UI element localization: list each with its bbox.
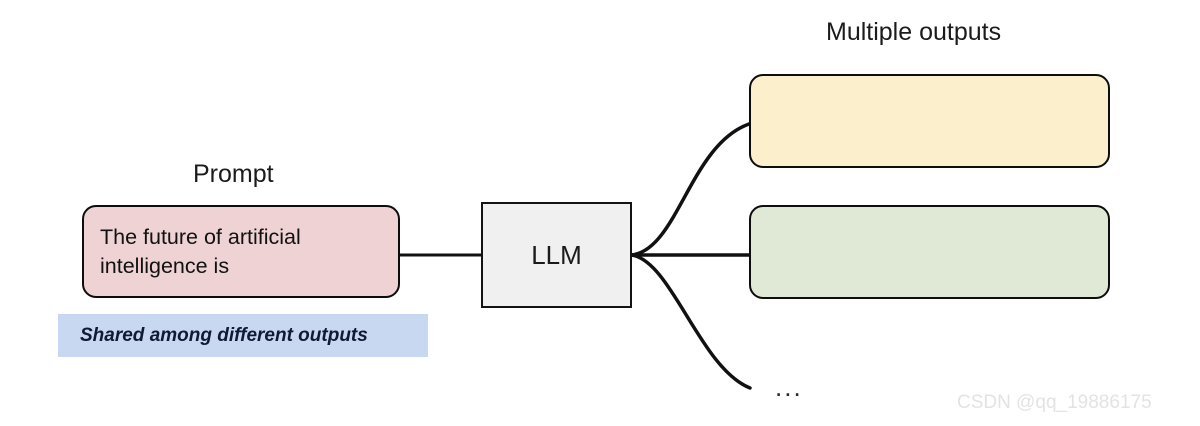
wire-llm-to-more-outputs xyxy=(630,253,752,390)
llm-node[interactable]: LLM xyxy=(481,202,632,308)
prompt-title: Prompt xyxy=(193,160,274,188)
shared-note-text: Shared among different outputs xyxy=(80,324,368,346)
watermark-text: CSDN @qq_19886175 xyxy=(957,392,1152,413)
prompt-box[interactable]: The future of artificial intelligence is xyxy=(82,205,400,298)
shared-note-band: Shared among different outputs xyxy=(58,314,428,357)
output-box-1[interactable] xyxy=(749,74,1110,168)
output-box-2[interactable] xyxy=(749,205,1110,299)
wire-llm-to-output-1 xyxy=(630,122,751,257)
prompt-box-text: The future of artificial intelligence is xyxy=(100,225,301,278)
more-outputs-ellipsis: ... xyxy=(775,372,803,402)
llm-node-label: LLM xyxy=(531,239,582,270)
multiple-outputs-title: Multiple outputs xyxy=(826,18,1002,46)
